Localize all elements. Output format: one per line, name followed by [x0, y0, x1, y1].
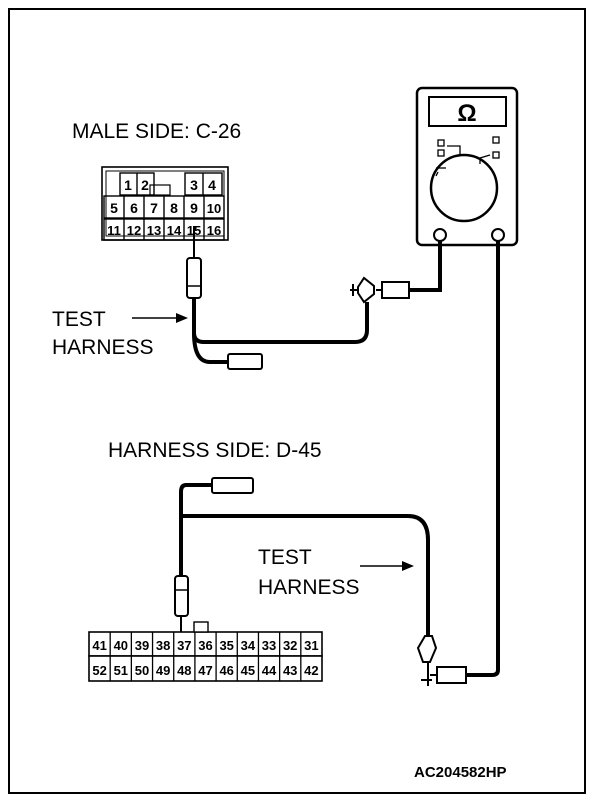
- multimeter: Ω: [415, 86, 519, 247]
- connector-c26: 1 2 3 4 5 6 7 8 9 10 11 12 13 14 15 16: [101, 166, 229, 241]
- figure-code: AC204582HP: [414, 764, 507, 781]
- d45-pin-label: 52: [92, 663, 106, 678]
- harness-side-label: HARNESS SIDE: D-45: [108, 439, 322, 462]
- c26-pin-label: 4: [208, 177, 216, 193]
- d45-pin-label: 51: [114, 663, 128, 678]
- d45-pin-label: 34: [241, 638, 256, 653]
- d45-pin-label: 45: [241, 663, 255, 678]
- d45-pin-label: 40: [114, 638, 128, 653]
- d45-pin-label: 38: [156, 638, 170, 653]
- d45-pin-label: 50: [135, 663, 149, 678]
- c26-pin-label: 5: [110, 200, 118, 216]
- d45-pin-label: 35: [219, 638, 233, 653]
- c26-pin-label: 6: [130, 200, 138, 216]
- figure-frame: [8, 8, 586, 794]
- c26-pin-label: 3: [190, 177, 198, 193]
- meter-terminal-com: [433, 228, 447, 242]
- d45-pin-label: 48: [177, 663, 191, 678]
- test-harness-upper: [192, 298, 369, 370]
- d45-pin-label: 39: [135, 638, 149, 653]
- test-harness-top-label-line1: TEST: [52, 308, 106, 331]
- c26-pin-label: 7: [150, 200, 158, 216]
- c26-pin-label: 9: [190, 200, 198, 216]
- d45-pin-label: 42: [304, 663, 318, 678]
- test-harness-top-label-line2: HARNESS: [52, 336, 154, 359]
- test-harness-bottom-label-line1: TEST: [258, 546, 312, 569]
- meter-terminal-v-ohm: [491, 228, 505, 242]
- test-harness-bottom-label-line2: HARNESS: [258, 576, 360, 599]
- c26-pin-label: 16: [207, 223, 221, 238]
- c26-pin-label: 12: [127, 223, 141, 238]
- test-harness-lower: [174, 477, 430, 640]
- d45-pin-labels: 41 40 39 38 37 36 35 34 33 32 31 52 51 5…: [92, 638, 318, 678]
- c26-pin-label: 2: [141, 177, 149, 193]
- d45-pin-label: 32: [283, 638, 297, 653]
- meter-lead-lower: [416, 241, 500, 686]
- meter-lead-upper: [350, 241, 442, 304]
- ohmmeter-icon: Ω: [457, 100, 476, 127]
- c26-pin-label: 11: [107, 223, 121, 238]
- d45-pin-label: 47: [198, 663, 212, 678]
- arrow-icon: [132, 313, 188, 323]
- connector-d45: [88, 621, 323, 682]
- d45-pin-label: 44: [262, 663, 277, 678]
- c26-pin-label: 1: [124, 177, 132, 193]
- d45-pin-label: 43: [283, 663, 297, 678]
- d45-pin-label: 46: [219, 663, 233, 678]
- c26-pin-label: 10: [207, 201, 221, 216]
- d45-pin-label: 36: [198, 638, 212, 653]
- arrow-icon: [360, 561, 414, 571]
- d45-pin-label: 41: [92, 638, 106, 653]
- c26-pin-label: 8: [170, 200, 178, 216]
- d45-pin-label: 31: [304, 638, 318, 653]
- d45-pin-label: 33: [262, 638, 276, 653]
- c26-pin-label: 14: [167, 223, 182, 238]
- d45-pin-label: 37: [177, 638, 191, 653]
- test-probe-c26: [186, 226, 202, 299]
- c26-pin-label: 13: [147, 223, 161, 238]
- d45-pin-label: 49: [156, 663, 170, 678]
- male-side-label: MALE SIDE: C-26: [72, 120, 241, 143]
